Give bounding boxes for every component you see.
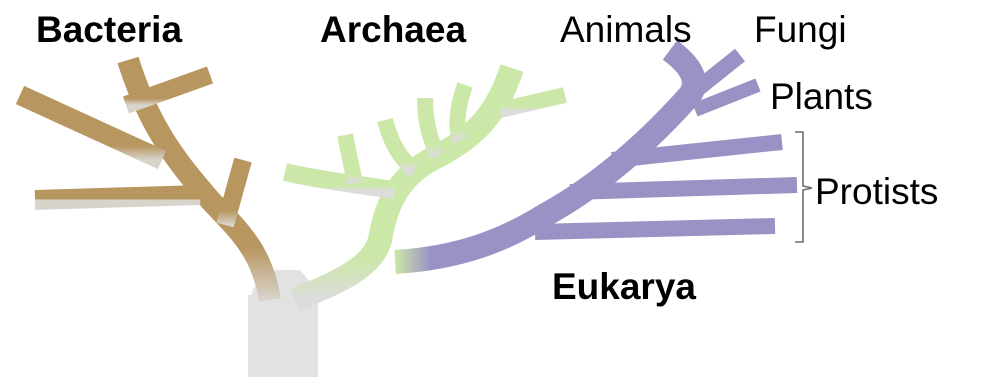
plants-label: Plants [770,78,873,115]
animals-label: Animals [560,11,692,48]
archaea-label: Archaea [320,11,466,48]
bacteria-branch [20,60,270,300]
fungi-label: Fungi [754,11,847,48]
bacteria-label: Bacteria [36,11,182,48]
protists-label: Protists [815,173,938,210]
eukarya-label: Eukarya [552,268,696,305]
protists-bracket [795,132,812,242]
